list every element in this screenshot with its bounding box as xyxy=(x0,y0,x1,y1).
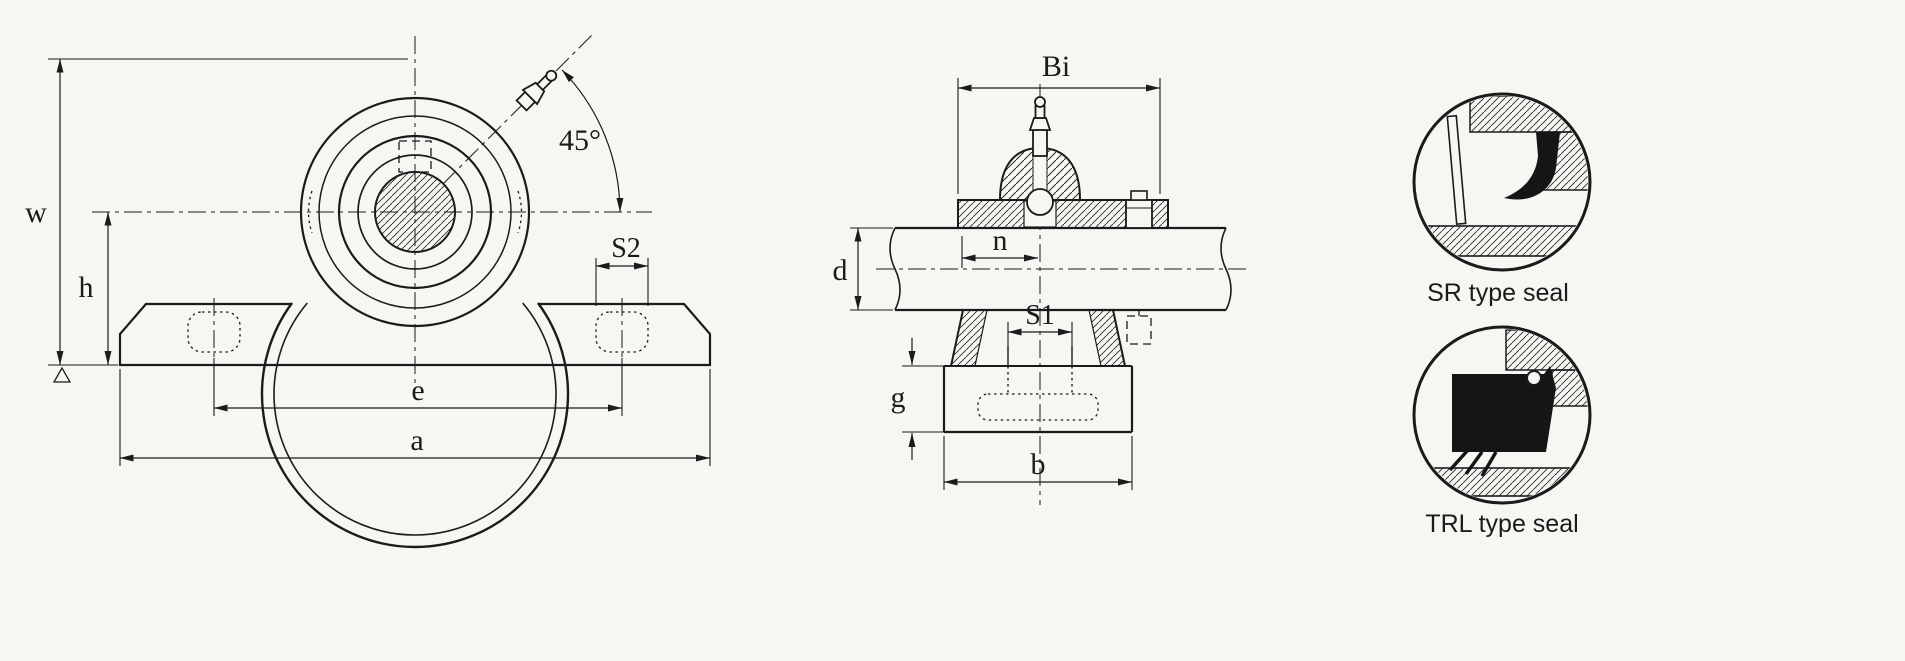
grease-fitting-side xyxy=(1028,96,1052,157)
angle-annotation: 45° xyxy=(559,69,624,213)
grease-fitting xyxy=(515,69,558,112)
trl-seal-body xyxy=(1452,366,1556,452)
seal-detail-trl: TRL type seal xyxy=(1412,325,1592,538)
bearing-rings xyxy=(299,96,531,328)
dim-bi-label: Bi xyxy=(1042,50,1070,83)
dim-h-label: h xyxy=(79,271,94,304)
sr-circle xyxy=(1412,92,1592,272)
datum-triangle xyxy=(52,366,72,383)
side-view-centerlines xyxy=(876,84,1246,505)
sr-label: SR type seal xyxy=(1427,279,1569,307)
sr-seal-lip xyxy=(1504,132,1560,200)
dim-d: d xyxy=(833,227,893,311)
angle-label: 45° xyxy=(559,124,601,157)
housing-outline xyxy=(260,302,570,549)
dim-a-label: a xyxy=(410,424,423,457)
dim-d-label: d xyxy=(833,254,848,287)
bearing-ball xyxy=(1026,188,1054,216)
front-view: 45° w h e a S2 xyxy=(25,32,712,549)
dim-s2: S2 xyxy=(595,233,649,306)
dim-n: n xyxy=(961,224,1038,268)
dim-b: b xyxy=(943,436,1133,490)
sr-slinger xyxy=(1446,114,1467,226)
dim-e-label: e xyxy=(411,374,424,407)
front-view-centerlines xyxy=(92,32,652,386)
seal-detail-sr: SR type seal xyxy=(1412,92,1592,307)
shaft-break-right xyxy=(1220,227,1232,311)
pedestal xyxy=(942,309,1134,434)
side-view: Bi n d S1 g xyxy=(833,50,1246,505)
dim-b-label: b xyxy=(1031,448,1046,481)
dim-g-label: g xyxy=(891,381,906,414)
shaft-break-left xyxy=(889,227,901,311)
dim-s2-label: S2 xyxy=(611,233,641,264)
trl-spring xyxy=(1526,370,1542,386)
trl-circle xyxy=(1412,325,1592,505)
base-outline xyxy=(118,298,712,367)
dim-w-label: w xyxy=(25,196,47,229)
base-slot-dotted xyxy=(977,393,1099,421)
dim-e: e xyxy=(213,358,623,416)
dim-s1: S1 xyxy=(1007,300,1073,346)
dim-bi: Bi xyxy=(957,50,1161,194)
trl-seal-lips xyxy=(1448,448,1498,477)
dim-a: a xyxy=(119,369,711,466)
dim-n-label: n xyxy=(993,224,1008,257)
dim-g: g xyxy=(891,338,944,460)
dim-s1-label: S1 xyxy=(1025,300,1055,331)
dim-h: h xyxy=(79,212,112,365)
trl-label: TRL type seal xyxy=(1425,510,1578,538)
set-screw xyxy=(1125,190,1153,345)
shaft-bore xyxy=(374,171,456,253)
sr-art xyxy=(1423,96,1588,257)
hidden-screw-hole xyxy=(1126,315,1152,345)
dim-w: w xyxy=(25,58,408,383)
